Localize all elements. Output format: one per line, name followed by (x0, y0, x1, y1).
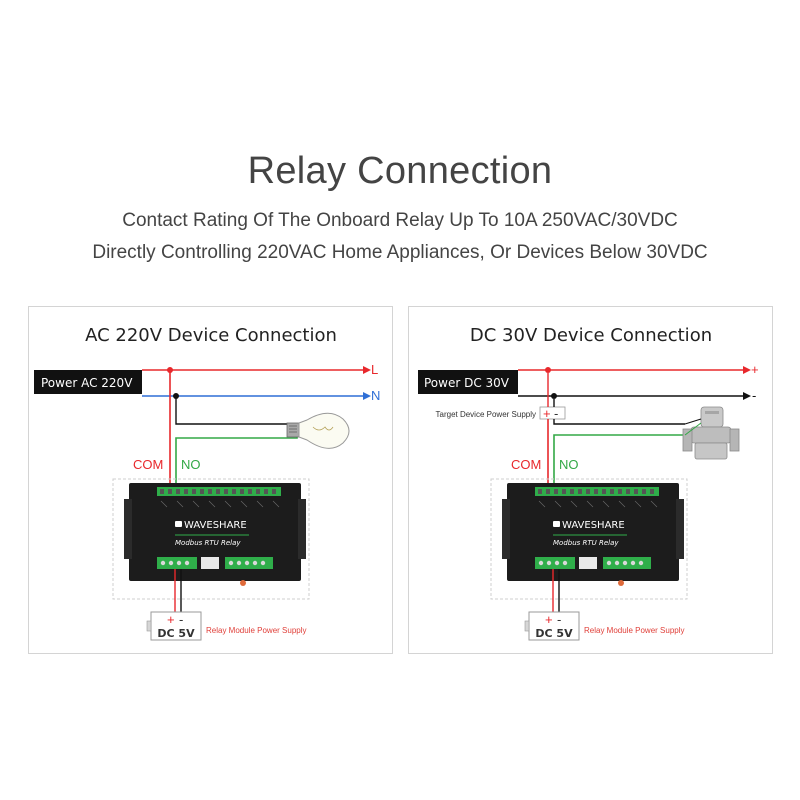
light-bulb-icon (286, 412, 350, 449)
module-body (129, 483, 301, 581)
brand-logo-icon (175, 521, 182, 527)
power-source-label: Power DC 30V (424, 376, 510, 390)
positive-junction-dot (545, 367, 551, 373)
no-label: NO (559, 457, 579, 472)
target-supply-caption: Target Device Power Supply (436, 410, 537, 419)
relay-module: WAVESHARE Modbus RTU Relay (490, 478, 688, 600)
supply-plus-sign: + (167, 612, 175, 627)
supply-caption: Relay Module Power Supply (206, 626, 307, 635)
live-wire-arrow (363, 366, 371, 374)
panel-title: DC 30V Device Connection (470, 325, 712, 346)
supply-plug-icon (146, 620, 152, 632)
supply-plug-icon (524, 620, 530, 632)
ac-wiring-diagram: AC 220V Device Connection Power AC 220V … (34, 325, 380, 641)
supply-minus-sign: - (557, 612, 561, 627)
module-body (507, 483, 679, 581)
mount-rail-left (502, 499, 510, 559)
no-wire (553, 434, 685, 492)
relay-power-supply: + - DC 5V (524, 611, 580, 641)
relay-power-supply: + - DC 5V (146, 611, 202, 641)
target-supply-minus: - (554, 406, 558, 421)
dc-wiring-diagram: DC 30V Device Connection Power DC 30V + … (418, 325, 759, 641)
power-source-bar (34, 370, 142, 394)
supply-caption: Relay Module Power Supply (584, 626, 685, 635)
input-terminal (579, 557, 597, 569)
neutral-wire-label: N (371, 388, 380, 403)
model-label: Modbus RTU Relay (553, 539, 619, 547)
supply-plus-sign: + (545, 612, 553, 627)
brand-label: WAVESHARE (562, 520, 625, 531)
negative-wire-label: - (752, 388, 756, 403)
panel-title: AC 220V Device Connection (85, 325, 337, 346)
target-supply-plus: + (543, 406, 551, 421)
supply-voltage: DC 5V (157, 627, 195, 640)
com-label: COM (511, 457, 541, 472)
mount-rail-left (124, 499, 132, 559)
brand-label: WAVESHARE (184, 520, 247, 531)
positive-wire-arrow (743, 366, 751, 374)
live-wire-label: L (371, 362, 378, 377)
negative-to-device-wire (553, 419, 685, 425)
target-supply-box (539, 406, 566, 420)
status-led (240, 580, 246, 586)
page-subtitle-usage: Directly Controlling 220VAC Home Applian… (92, 242, 708, 263)
power-source-label: Power AC 220V (41, 376, 133, 390)
ac-connection-panel: AC 220V Device Connection Power AC 220V … (28, 306, 393, 654)
model-label: Modbus RTU Relay (175, 539, 241, 547)
page-subtitle-rating: Contact Rating Of The Onboard Relay Up T… (122, 210, 678, 231)
mount-rail-right (298, 499, 306, 559)
supply-box (150, 611, 202, 641)
solenoid-valve-icon (682, 406, 740, 460)
neutral-wire-arrow (363, 392, 371, 400)
supply-voltage: DC 5V (535, 627, 573, 640)
module-outline (490, 478, 688, 600)
brand-logo-icon (553, 521, 560, 527)
input-terminal (201, 557, 219, 569)
relay-module: WAVESHARE Modbus RTU Relay (112, 478, 310, 600)
negative-junction-dot (551, 393, 557, 399)
power-source-bar (418, 370, 518, 394)
positive-wire-label: + (751, 362, 759, 377)
supply-minus-sign: - (179, 612, 183, 627)
status-led (618, 580, 624, 586)
negative-wire-arrow (743, 392, 751, 400)
module-outline (112, 478, 310, 600)
no-label: NO (181, 457, 201, 472)
neutral-to-device-wire (175, 396, 289, 425)
dc-connection-panel: DC 30V Device Connection Power DC 30V + … (408, 306, 773, 654)
supply-box (528, 611, 580, 641)
mount-rail-right (676, 499, 684, 559)
com-label: COM (133, 457, 163, 472)
page-title: Relay Connection (247, 150, 553, 192)
